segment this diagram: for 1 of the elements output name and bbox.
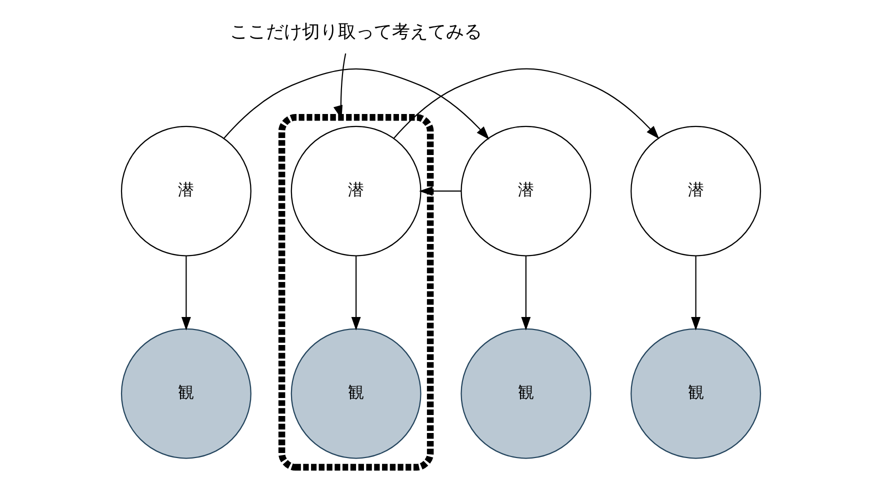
node-text: ここだけ切り取って考えてみる [230, 21, 482, 42]
